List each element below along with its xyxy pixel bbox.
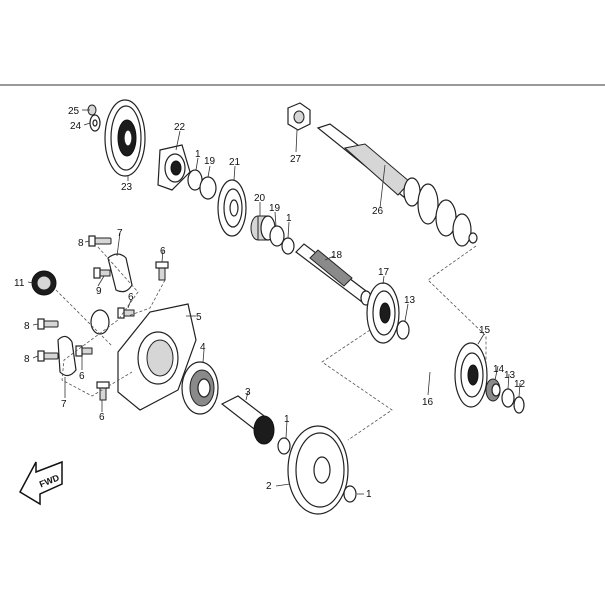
assembly-guide-seal [55,289,113,347]
bolt-8-low [37,350,59,362]
callout-9: 9 [96,286,102,297]
callout-15: 15 [479,325,491,336]
callout-7: 7 [61,399,67,410]
callout-labels: 25 24 23 22 1 19 21 20 19 1 27 26 18 17 … [14,106,526,500]
callout-2: 2 [266,481,272,492]
o-ring-9 [90,309,110,335]
assembly-guide-bolts [127,279,166,317]
bolt-8-top [88,235,112,247]
bolt-8-mid [37,318,59,330]
sprocket-15 [454,342,488,408]
bushing-20 [250,215,276,241]
assembly-guide-gear [321,329,393,441]
callout-3: 3 [245,387,251,398]
callout-7: 7 [117,228,123,239]
bolt-6-a [155,261,169,281]
bearing-holder-22 [157,144,191,191]
callout-22: 22 [174,122,186,133]
bolt-6-c [75,345,93,357]
washer-13-right [501,388,515,408]
callout-16: 16 [422,397,434,408]
circlip-1-mid [281,237,295,255]
shaft-26 [316,123,478,247]
gear-2 [287,425,349,515]
callout-26: 26 [372,206,384,217]
callout-13: 13 [504,370,516,381]
bearing-14 [485,378,501,402]
callout-6: 6 [160,246,166,257]
callout-6: 6 [99,412,105,423]
callout-21: 21 [229,157,241,168]
callout-1: 1 [284,414,290,425]
callout-5: 5 [196,312,202,323]
callout-18: 18 [331,250,343,261]
callout-1: 1 [286,213,292,224]
circlip-1-low [277,437,291,455]
callout-25: 25 [68,106,80,117]
assembly-guide-chain [427,245,487,362]
circlip-1-bottom [343,485,357,503]
forward-arrow: FWD [19,460,63,506]
bracket-7-low [57,335,77,377]
callout-6: 6 [79,371,85,382]
assembly-guide-left [61,246,139,397]
callout-11: 11 [14,278,25,289]
callout-23: 23 [121,182,133,193]
nut-27 [287,102,311,131]
callout-12: 12 [514,379,526,390]
callout-13: 13 [404,295,416,306]
housing-5 [117,303,197,411]
leader-lines [27,109,521,495]
shaft-18 [295,243,372,306]
callout-19: 19 [204,156,216,167]
bracket-7-top [107,253,133,293]
bolt-6-d [96,381,110,401]
callout-8: 8 [24,354,30,365]
washer-19-top [199,176,217,200]
washer-19-mid [269,225,285,247]
callout-1: 1 [195,149,201,160]
callout-8: 8 [24,321,30,332]
oil-seal-11 [31,270,57,296]
gear-17 [366,282,400,344]
circlip-12 [513,396,525,414]
callout-6: 6 [128,292,134,303]
washer-24 [89,114,101,132]
shaft-3 [220,395,275,445]
callout-24: 24 [70,121,82,132]
callout-14: 14 [493,364,505,375]
callout-27: 27 [290,154,302,165]
callout-8: 8 [78,238,84,249]
bolt-9 [93,267,111,279]
gear-23 [104,99,146,177]
callout-4: 4 [200,342,206,353]
callout-1: 1 [366,489,372,500]
gear-21 [217,179,247,237]
chain-16 [408,284,478,384]
circlip-13-mid [396,320,410,340]
bearing-4 [181,361,219,415]
callout-20: 20 [254,193,266,204]
callout-17: 17 [378,267,390,278]
callout-19: 19 [269,203,281,214]
